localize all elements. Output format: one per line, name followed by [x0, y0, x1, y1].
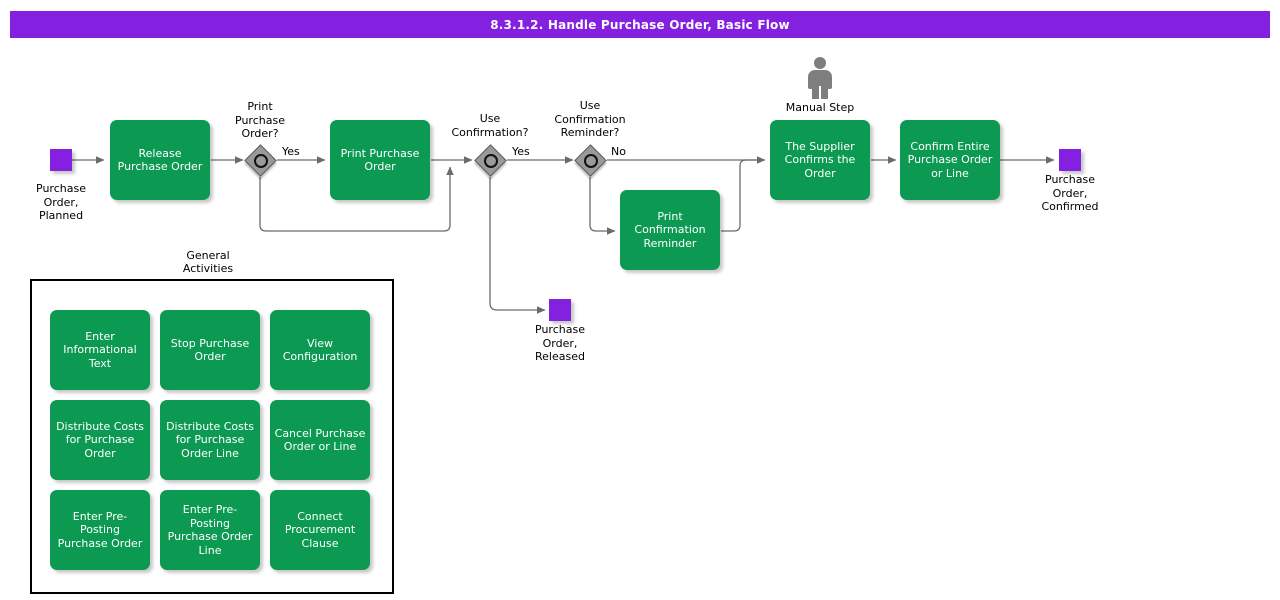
label-purchase-order-released: Purchase Order, Released: [535, 323, 585, 363]
gateway-use-confirmation-reminder[interactable]: [574, 144, 607, 177]
task-view-configuration[interactable]: View Configuration: [270, 310, 370, 390]
gateway-event-ring-icon: [484, 154, 498, 168]
task-label: Print Confirmation Reminder: [634, 209, 706, 250]
connector-reminder-merge: [721, 159, 760, 232]
end-event-purchase-order-confirmed[interactable]: [1059, 149, 1081, 171]
label-use-confirmation-gateway: Use Confirmation?: [451, 112, 529, 139]
task-label: Distribute Costs for Purchase Order: [56, 419, 144, 460]
edge-label-gw2-yes: Yes: [512, 145, 530, 158]
connector-gw1-no-to-gw2: [259, 166, 454, 232]
general-activities-group: [30, 279, 394, 594]
task-confirm-entire-purchase-order-or-line[interactable]: Confirm Entire Purchase Order or Line: [900, 120, 1000, 200]
general-activities-title: General Activities: [182, 249, 234, 275]
connector-group: [72, 156, 1055, 314]
task-stop-purchase-order[interactable]: Stop Purchase Order: [160, 310, 260, 390]
label-purchase-order-planned: Purchase Order, Planned: [36, 182, 86, 222]
task-label: Enter Pre- Posting Purchase Order: [57, 509, 143, 550]
gateway-event-ring-icon: [254, 154, 268, 168]
gateway-print-purchase-order[interactable]: [244, 144, 277, 177]
person-leg-right-icon: [821, 85, 828, 99]
task-print-confirmation-reminder[interactable]: Print Confirmation Reminder: [620, 190, 720, 270]
task-label: Confirm Entire Purchase Order or Line: [907, 139, 993, 180]
connector-gw3-to-reminder: [589, 177, 616, 235]
edge-label-gw1-yes: Yes: [282, 145, 300, 158]
task-print-purchase-order[interactable]: Print Purchase Order: [330, 120, 430, 200]
task-enter-informational-text[interactable]: Enter Informational Text: [50, 310, 150, 390]
task-enter-pre-posting-purchase-order-line[interactable]: Enter Pre- Posting Purchase Order Line: [160, 490, 260, 570]
start-event-purchase-order-planned[interactable]: [50, 149, 72, 171]
task-enter-pre-posting-purchase-order[interactable]: Enter Pre- Posting Purchase Order: [50, 490, 150, 570]
task-label: Connect Procurement Clause: [284, 509, 356, 550]
task-label: Stop Purchase Order: [170, 336, 250, 364]
person-body-icon: [808, 70, 832, 89]
person-icon: [805, 57, 835, 99]
task-label: Cancel Purchase Order or Line: [274, 426, 366, 454]
task-label: Enter Informational Text: [63, 329, 137, 370]
label-manual-step: Manual Step: [785, 101, 855, 114]
label-use-confirmation-reminder-gateway: Use Confirmation Reminder?: [554, 99, 626, 139]
person-leg-left-icon: [812, 85, 819, 99]
task-distribute-costs-for-purchase-order-line[interactable]: Distribute Costs for Purchase Order Line: [160, 400, 260, 480]
gateway-event-ring-icon: [584, 154, 598, 168]
task-release-purchase-order[interactable]: Release Purchase Order: [110, 120, 210, 200]
diagram-title-bar: 8.3.1.2. Handle Purchase Order, Basic Fl…: [10, 11, 1270, 38]
page-title: 8.3.1.2. Handle Purchase Order, Basic Fl…: [490, 17, 790, 32]
gateway-use-confirmation[interactable]: [474, 144, 507, 177]
task-connect-procurement-clause[interactable]: Connect Procurement Clause: [270, 490, 370, 570]
task-label: Print Purchase Order: [340, 146, 420, 174]
task-cancel-purchase-order-or-line[interactable]: Cancel Purchase Order or Line: [270, 400, 370, 480]
task-label: Distribute Costs for Purchase Order Line: [166, 419, 254, 460]
task-distribute-costs-for-purchase-order[interactable]: Distribute Costs for Purchase Order: [50, 400, 150, 480]
label-print-purchase-order-gateway: Print Purchase Order?: [235, 100, 285, 140]
task-supplier-confirms-order[interactable]: The Supplier Confirms the Order: [770, 120, 870, 200]
connector-gw2-to-po-released: [489, 177, 546, 314]
edge-label-gw3-no: No: [611, 145, 626, 158]
person-leg-gap: [819, 86, 821, 99]
task-label: View Configuration: [282, 336, 358, 364]
task-label: The Supplier Confirms the Order: [784, 139, 856, 180]
end-event-purchase-order-released[interactable]: [549, 299, 571, 321]
label-purchase-order-confirmed: Purchase Order, Confirmed: [1041, 173, 1099, 213]
task-label: Release Purchase Order: [117, 146, 203, 174]
task-label: Enter Pre- Posting Purchase Order Line: [167, 503, 253, 557]
person-head-icon: [814, 57, 826, 69]
